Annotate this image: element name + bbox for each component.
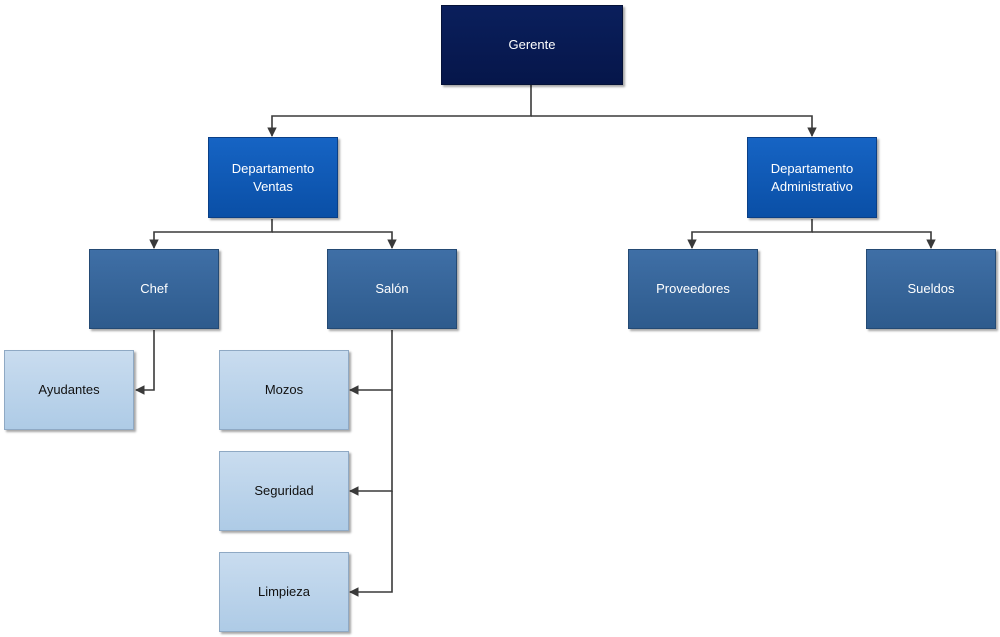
node-limpieza: Limpieza bbox=[219, 552, 349, 632]
connector-ventas-chef bbox=[149, 219, 273, 249]
node-mozos: Mozos bbox=[219, 350, 349, 430]
connector-chef-ayudantes bbox=[135, 330, 155, 395]
connector-admin-sueldos bbox=[812, 231, 936, 249]
connector-admin-proveedores bbox=[687, 219, 813, 249]
node-departamento-administrativo: Departamento Administrativo bbox=[747, 137, 877, 218]
node-gerente: Gerente bbox=[441, 5, 623, 85]
node-seguridad-label: Seguridad bbox=[254, 483, 314, 498]
node-proveedores: Proveedores bbox=[628, 249, 758, 329]
connector-salon-mozos bbox=[349, 330, 393, 395]
connector-gerente-ventas bbox=[267, 85, 532, 137]
node-ayudantes-label: Ayudantes bbox=[38, 382, 100, 397]
node-salon-label: Salón bbox=[375, 281, 409, 296]
node-seguridad: Seguridad bbox=[219, 451, 349, 531]
node-limpieza-label: Limpieza bbox=[257, 584, 311, 599]
connector-salon-limpieza bbox=[349, 491, 393, 597]
node-mozos-label: Mozos bbox=[264, 382, 304, 397]
node-gerente-label: Gerente bbox=[508, 37, 556, 52]
node-chef: Chef bbox=[89, 249, 219, 329]
node-departamento-ventas: Departamento Ventas bbox=[208, 137, 338, 218]
connector-ventas-salon bbox=[272, 231, 397, 249]
connector-salon-seguridad bbox=[349, 390, 393, 496]
node-salon: Salón bbox=[327, 249, 457, 329]
node-departamento-ventas-label: Departamento Ventas bbox=[231, 160, 315, 194]
node-departamento-administrativo-label: Departamento Administrativo bbox=[770, 160, 854, 194]
node-chef-label: Chef bbox=[140, 281, 168, 296]
node-sueldos-label: Sueldos bbox=[907, 281, 955, 296]
connector-gerente-administrativo bbox=[531, 115, 817, 137]
node-ayudantes: Ayudantes bbox=[4, 350, 134, 430]
node-sueldos: Sueldos bbox=[866, 249, 996, 329]
node-proveedores-label: Proveedores bbox=[656, 281, 730, 296]
